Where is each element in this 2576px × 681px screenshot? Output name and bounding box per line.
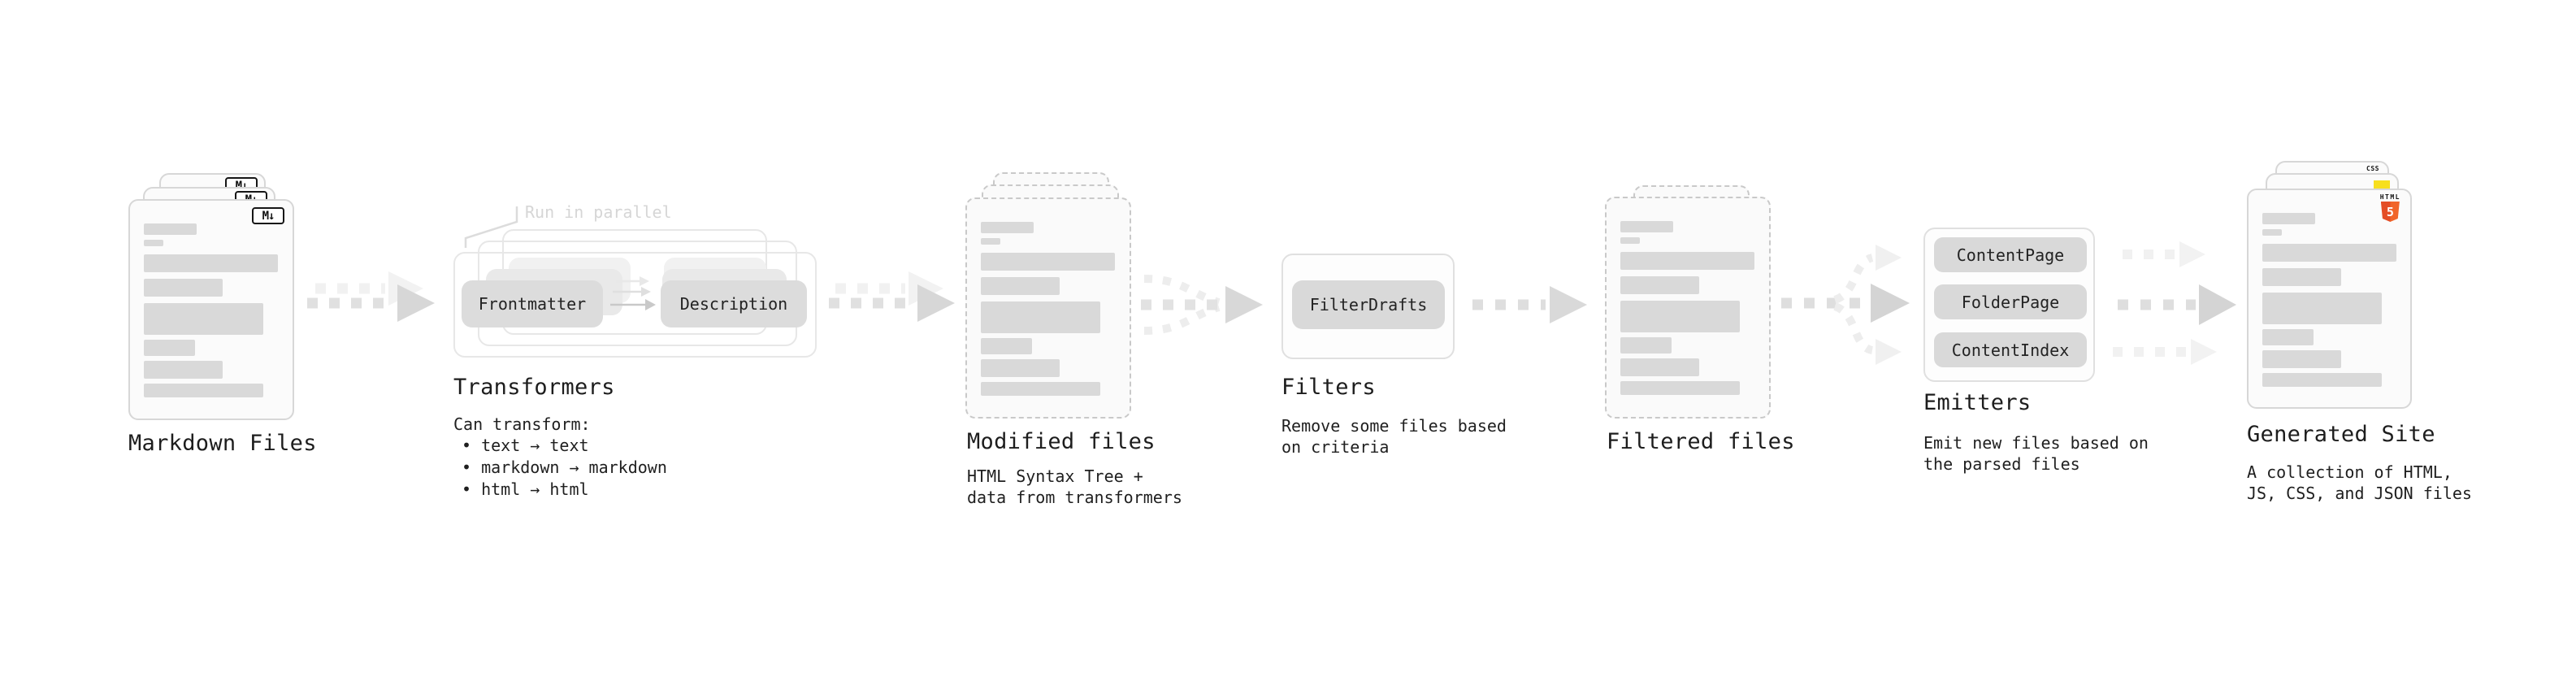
text-line-bar <box>981 382 1100 396</box>
subtitle-line: JS, CSS, and JSON files <box>2247 484 2472 503</box>
text-line-bar <box>144 254 278 272</box>
section-title: Emitters <box>1923 390 2032 415</box>
bullet-item: • text → text <box>462 436 589 455</box>
subtitle-line: HTML Syntax Tree + <box>967 466 1143 486</box>
text-line-bar <box>144 240 163 246</box>
subtitle-line: the parsed files <box>1923 454 2080 474</box>
text-line-bar <box>981 338 1032 354</box>
subtitle-line: on criteria <box>1281 437 1390 457</box>
subtitle-line: A collection of HTML, <box>2247 462 2452 482</box>
arrow-filters-to-filtered <box>1472 286 1587 323</box>
section-title: Filtered files <box>1607 429 1795 454</box>
section-subtitle: Remove some files based on criteria <box>1281 415 1507 458</box>
transformer-frame-front <box>453 252 817 358</box>
emitter-pill-contentindex: ContentIndex <box>1934 332 2087 367</box>
section-title: Filters <box>1281 375 1376 400</box>
text-line-bar <box>1620 358 1699 376</box>
section-title: Generated Site <box>2247 422 2435 447</box>
text-line-bar <box>981 301 1100 333</box>
text-line-bar <box>144 340 195 356</box>
text-line-bar <box>2262 329 2314 345</box>
bullet-item: • html → html <box>462 479 589 499</box>
text-line-bar <box>981 359 1060 377</box>
arrow-markdown-to-transformers <box>307 271 435 322</box>
text-line-bar <box>2262 213 2315 224</box>
text-line-bar <box>1620 337 1672 354</box>
text-line-bar <box>1620 252 1754 270</box>
text-line-bar <box>144 223 197 235</box>
text-line-bar <box>2262 244 2396 262</box>
subtitle-line: Remove some files based <box>1281 416 1507 436</box>
document-card-front: HTML 5 <box>2247 189 2412 409</box>
text-line-bar <box>144 361 223 379</box>
arrow-filtered-to-emitters <box>1781 245 1910 365</box>
arrow-transformers-to-modified <box>829 271 955 322</box>
transformer-pill-frontmatter: Frontmatter <box>462 280 603 327</box>
document-card-front: M↓ <box>128 199 294 420</box>
section-title: Markdown Files <box>128 431 317 456</box>
html5-icon-shield: 5 <box>2380 202 2400 222</box>
text-line-bar <box>144 384 263 397</box>
document-card-front <box>965 197 1131 419</box>
section-title: Transformers <box>453 375 615 400</box>
text-line-bar <box>2262 293 2382 324</box>
html5-icon-label: HTML <box>2379 193 2400 201</box>
text-line-bar <box>1620 301 1740 332</box>
filter-pill-filterdrafts: FilterDrafts <box>1292 280 1445 329</box>
arrow-modified-to-filters <box>1141 275 1263 335</box>
subtitle-line: data from transformers <box>967 488 1182 507</box>
section-subtitle: Emit new files based on the parsed files <box>1923 432 2149 475</box>
text-line-bar <box>2262 229 2282 236</box>
text-line-bar <box>1620 221 1673 232</box>
text-line-bar <box>1620 381 1740 395</box>
run-in-parallel-label: Run in parallel <box>525 202 672 222</box>
javascript-icon <box>2374 180 2390 189</box>
text-line-bar <box>981 222 1034 233</box>
emitter-pill-folderpage: FolderPage <box>1934 284 2087 319</box>
html5-icon: HTML 5 <box>2380 194 2400 222</box>
text-line-bar <box>2262 268 2341 286</box>
text-line-bar <box>981 277 1060 295</box>
text-line-bar <box>1620 237 1640 244</box>
bullet-item: • markdown → markdown <box>462 458 667 477</box>
section-subtitle: HTML Syntax Tree + data from transformer… <box>967 466 1182 508</box>
text-line-bar <box>981 253 1115 271</box>
emitter-pill-contentpage: ContentPage <box>1934 237 2087 272</box>
subtitle-line: Emit new files based on <box>1923 433 2149 453</box>
text-line-bar <box>144 303 263 335</box>
section-title: Modified files <box>967 429 1156 454</box>
html5-icon-number: 5 <box>2386 204 2394 219</box>
markdown-icon: M↓ <box>252 207 284 224</box>
transform-bullet-list: • text → text • markdown → markdown • ht… <box>462 435 667 501</box>
section-note: Can transform: <box>453 414 591 434</box>
text-line-bar <box>2262 373 2382 387</box>
css-icon-label: CSS <box>2366 165 2379 172</box>
section-subtitle: A collection of HTML, JS, CSS, and JSON … <box>2247 462 2472 504</box>
text-line-bar <box>2262 350 2341 368</box>
document-card-front <box>1605 197 1771 419</box>
text-line-bar <box>981 238 1000 245</box>
transformer-pill-description: Description <box>661 280 807 327</box>
text-line-bar <box>144 279 223 297</box>
text-line-bar <box>1620 276 1699 294</box>
arrow-emitters-to-generated <box>2113 241 2236 365</box>
